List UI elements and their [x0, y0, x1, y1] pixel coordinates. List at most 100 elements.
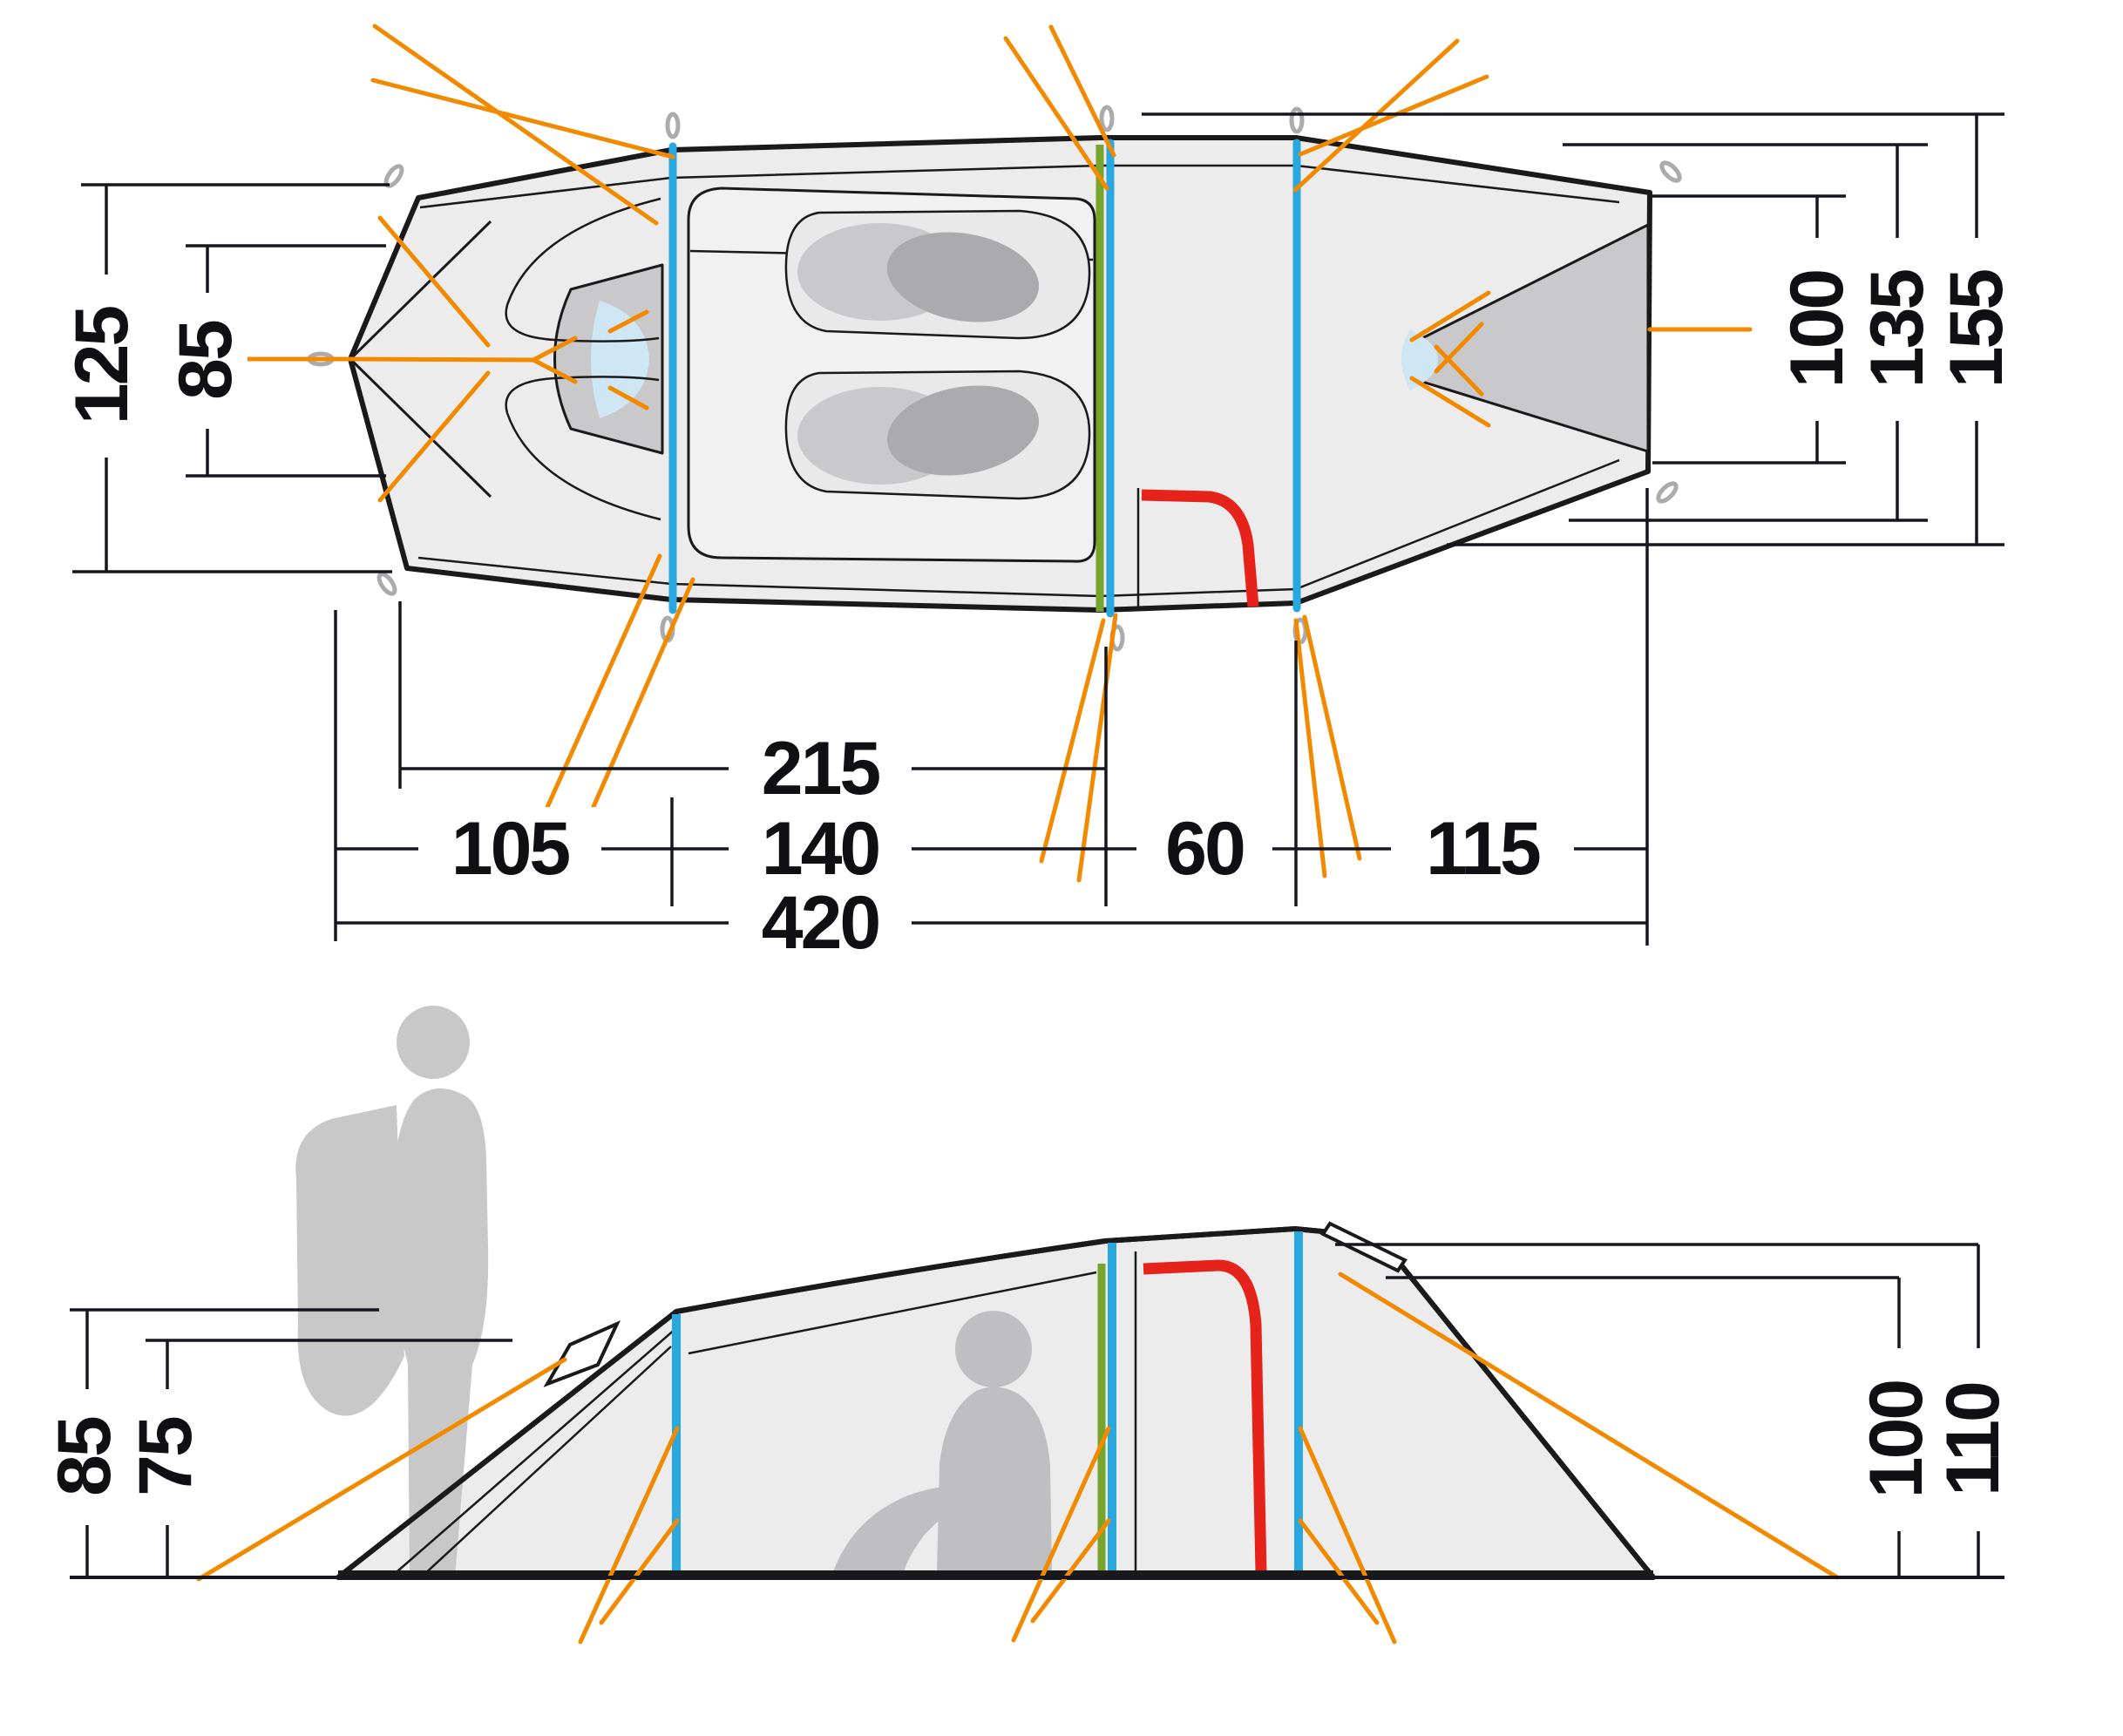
dim-value-max-height: 110 [1931, 1383, 2015, 1496]
hiker-head [397, 1006, 470, 1079]
dimension-top-left: 125 85 [60, 183, 392, 573]
dim-value-rear-width: 100 [1775, 271, 1859, 389]
dim-value-front-inner-height: 75 [124, 1417, 207, 1496]
side-roof-edge [675, 1225, 1656, 1579]
dim-label-outer-width: 125 [60, 275, 144, 458]
dimension-side-left: 85 75 [43, 1308, 512, 1577]
sitting-person-silhouette [832, 1311, 1052, 1574]
dim-label-inner-height: 100 [1855, 1348, 1938, 1531]
dim-value-rear-mid-width: 135 [1855, 270, 1939, 389]
side-roof-inner-seam [688, 1271, 1097, 1355]
side-front-slope-seam-2 [420, 1346, 672, 1578]
label-mask [1855, 1348, 1938, 1531]
label-mask [1391, 807, 1574, 891]
guyline-front-fork [531, 309, 649, 410]
door-zipper-side-view [1143, 1259, 1267, 1573]
guyline-front-axis [218, 356, 536, 363]
dim-label-max-height: 110 [1931, 1348, 2015, 1531]
dim-value-sleeping-cabin: 140 [762, 807, 879, 891]
guyline-pole-rear-below [1293, 614, 1362, 878]
dimension-side-right: 100 110 [1335, 1243, 2015, 1577]
dim-value-mid-vestibule: 60 [1165, 807, 1244, 891]
dim-label-total-length: 420 [729, 881, 912, 965]
rear-window [1401, 329, 1438, 390]
dim-value-rear-section: 115 [1426, 807, 1540, 891]
stake-loop [665, 112, 681, 139]
label-mask [164, 293, 248, 429]
guyline-front-corner-upper [377, 215, 491, 348]
rear-vent-flap [1320, 1221, 1407, 1273]
front-flap-lower [505, 376, 661, 521]
front-flap-upper [505, 197, 661, 342]
dim-value-inner-width: 85 [164, 321, 248, 400]
dim-value-inner-height: 100 [1855, 1381, 1938, 1499]
guyline-pole-mid-pair [1011, 1426, 1111, 1643]
guyline-front-corner-lower [377, 370, 491, 503]
dim-label-rear-section: 115 [1391, 807, 1574, 891]
dim-label-sleeping-cabin: 140 [729, 807, 912, 891]
guylines-side-view [196, 1271, 1840, 1644]
guyline-pole-mid-below [1039, 613, 1118, 883]
dim-value-front-vestibule: 105 [451, 807, 570, 891]
front-vent-flap [543, 1319, 621, 1387]
label-mask [729, 807, 912, 891]
label-mask [418, 807, 601, 891]
dimension-top-right: 100 135 155 [1142, 112, 2018, 546]
sitting-person-legs [832, 1485, 992, 1574]
guyline-pole1-above [370, 24, 675, 226]
sleeping-bag-lower-dark [886, 385, 1040, 476]
label-mask [729, 881, 912, 965]
label-mask [729, 727, 912, 810]
dim-label-rear-width: 100 [1775, 238, 1859, 421]
guylines-top-view [218, 24, 1753, 883]
hiker-silhouette [295, 1006, 489, 1577]
front-door-seam-upper [349, 220, 492, 361]
dim-label-inner-width: 85 [164, 293, 248, 429]
dim-value-outer-width: 125 [60, 307, 144, 425]
dim-value-front-height: 85 [43, 1417, 126, 1496]
front-door-seam-lower [349, 357, 492, 498]
dim-label-rear-mid-width: 135 [1855, 238, 1939, 421]
guyline-pole-rear-pair [1298, 1426, 1397, 1644]
dim-label-front-vestibule: 105 [418, 807, 601, 891]
label-mask [1855, 238, 1939, 421]
label-mask [43, 1389, 126, 1525]
extension-lines-bottom [334, 488, 1649, 946]
stake-loop [1289, 106, 1305, 134]
side-front-slope-seam-1 [390, 1327, 677, 1578]
side-front-slope [336, 1309, 678, 1580]
label-mask [1136, 807, 1272, 891]
hiker-body [391, 1088, 489, 1577]
stake-loop [1659, 160, 1682, 183]
sitting-person-head [955, 1311, 1032, 1387]
label-mask [1775, 238, 1859, 421]
sitting-person-body [937, 1387, 1052, 1574]
label-mask [60, 275, 144, 458]
label-mask [1935, 238, 2018, 421]
label-mask [124, 1389, 207, 1525]
dim-label-max-width: 155 [1935, 238, 2018, 421]
guyline-pole1-pair [578, 1426, 680, 1644]
top-view: 125 85 100 135 155 [60, 24, 2018, 965]
sleeping-bag-upper-dark [886, 232, 1040, 322]
dim-label-front-height: 85 [43, 1389, 126, 1525]
side-view: 85 75 100 110 [43, 1006, 2015, 1644]
stake-loop [1656, 481, 1679, 504]
dim-value-inner-length: 215 [762, 727, 880, 810]
dim-label-mid-vestibule: 60 [1136, 807, 1272, 891]
stake-loop [376, 572, 397, 596]
guyline-rear-long [1338, 1271, 1840, 1580]
dim-label-inner-length: 215 [729, 727, 912, 810]
door-zipper-top-view [1141, 489, 1259, 607]
guyline-pole-mid-above [1003, 24, 1116, 191]
guyline-rear-cross [1409, 290, 1491, 428]
label-mask [1931, 1348, 2015, 1531]
dimension-top-bottom: 215 105 140 60 115 420 [334, 488, 1649, 965]
dim-label-front-inner-height: 75 [124, 1389, 207, 1525]
dim-value-total-length: 420 [762, 881, 879, 965]
guyline-front-long [196, 1357, 567, 1582]
dim-value-max-width: 155 [1935, 270, 2018, 389]
hiker-backpack [295, 1105, 404, 1416]
